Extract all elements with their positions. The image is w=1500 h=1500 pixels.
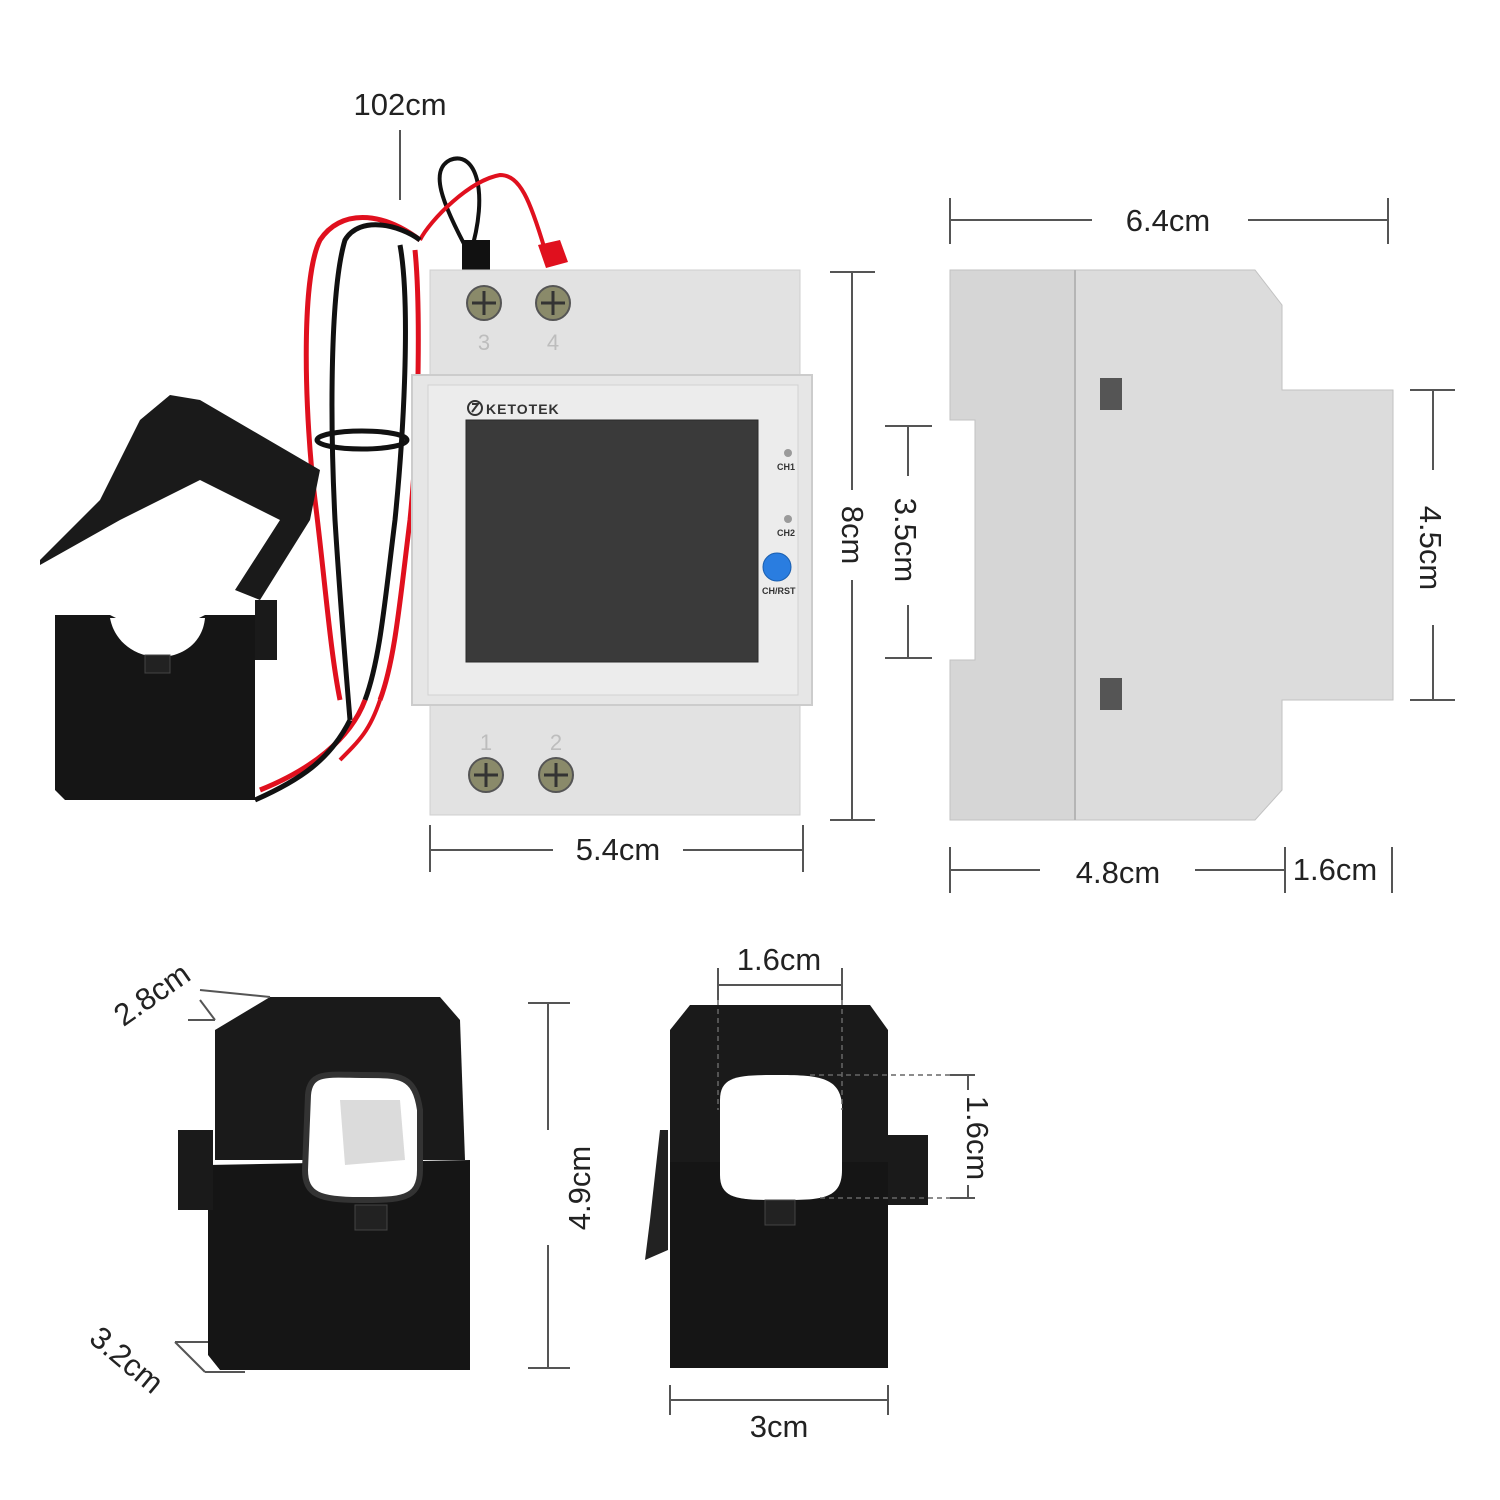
led-ch2-icon xyxy=(784,515,792,523)
dim-front-width: 5.4cm xyxy=(576,832,660,867)
terminal-label-4: 4 xyxy=(547,330,559,355)
lcd-screen xyxy=(465,419,759,663)
terminal-screw-3 xyxy=(466,285,502,321)
dim-side-width: 6.4cm xyxy=(1126,203,1210,238)
led-ch1-icon xyxy=(784,449,792,457)
dimension-lines xyxy=(174,130,1455,1415)
dim-ct-depth-bottom: 3.2cm xyxy=(83,1319,170,1400)
dim-side-bottom-left: 4.8cm xyxy=(1076,855,1160,890)
dim-ct-depth-top: 2.8cm xyxy=(107,956,196,1033)
dim-ct-hole-width: 1.6cm xyxy=(737,942,821,977)
ct-clamp-front xyxy=(645,1005,928,1368)
dim-front-height: 8cm xyxy=(835,506,870,565)
dim-ct-height: 4.9cm xyxy=(562,1146,597,1230)
terminal-label-3: 3 xyxy=(478,330,490,355)
brand-name: KETOTEK xyxy=(486,401,560,417)
terminal-label-1: 1 xyxy=(480,730,492,755)
dim-side-mid-height: 3.5cm xyxy=(888,498,923,582)
ct-clamp-open xyxy=(40,395,320,800)
meter-front-view: 3 4 1 2 KETOTEK CH1 CH2 CH/RST xyxy=(411,269,813,816)
dim-side-right-height: 4.5cm xyxy=(1413,506,1448,590)
ct-clamp-3quarter xyxy=(178,997,470,1370)
terminal-label-2: 2 xyxy=(550,730,562,755)
dim-ct-hole-height: 1.6cm xyxy=(960,1096,995,1180)
led-ch2-label: CH2 xyxy=(777,528,795,538)
terminal-screw-1 xyxy=(468,757,504,793)
dim-side-bottom-right: 1.6cm xyxy=(1293,852,1377,887)
dim-ct-width: 3cm xyxy=(750,1409,809,1444)
meter-side-view xyxy=(949,269,1394,821)
ch-rst-label: CH/RST xyxy=(762,586,796,596)
dim-cable-length: 102cm xyxy=(353,87,446,122)
cable-bundle xyxy=(253,156,568,803)
terminal-screw-4 xyxy=(535,285,571,321)
led-ch1-label: CH1 xyxy=(777,462,795,472)
brand-logo-icon xyxy=(467,400,483,416)
ch-rst-button[interactable] xyxy=(762,552,792,582)
terminal-screw-2 xyxy=(538,757,574,793)
